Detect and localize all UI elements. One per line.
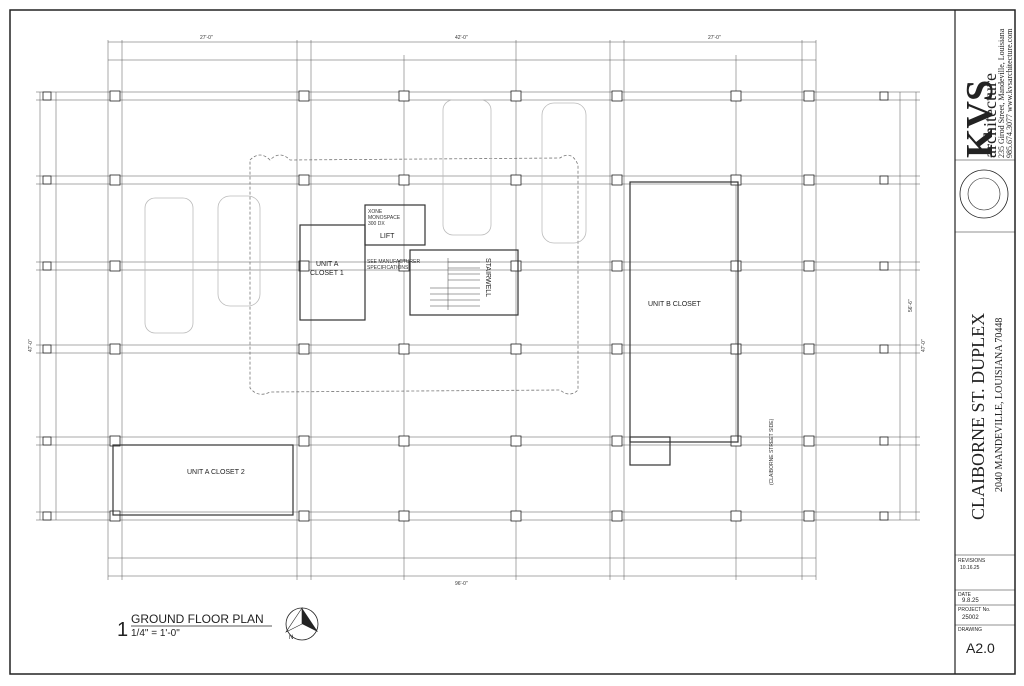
edge-pier — [879, 261, 889, 271]
pier — [803, 435, 815, 447]
architect-seal — [959, 169, 1009, 219]
dim-top-1: 27'-0" — [200, 35, 213, 41]
pier — [398, 90, 410, 102]
pier — [298, 510, 310, 522]
date-value: 9.8.25 — [962, 598, 979, 604]
pier — [398, 260, 410, 272]
dim-left-overall: 47'-0" — [28, 339, 34, 352]
pier — [611, 90, 623, 102]
drawing-number: A2.0 — [966, 640, 995, 656]
pier — [298, 260, 310, 272]
label-lift-spec-2: MONOSPACE — [368, 215, 401, 221]
stair-treads — [430, 258, 480, 310]
pier — [803, 260, 815, 272]
pier — [109, 260, 121, 272]
pier — [611, 174, 623, 186]
pier — [398, 174, 410, 186]
pier — [730, 90, 742, 102]
pier — [298, 90, 310, 102]
edge-pier — [879, 436, 889, 446]
edge-pier — [879, 344, 889, 354]
date-label: DATE — [958, 592, 971, 598]
project-no-label: PROJECT No. — [958, 607, 991, 613]
edge-pier — [42, 175, 52, 185]
edge-pier — [42, 511, 52, 521]
pier — [730, 510, 742, 522]
svg-text:N: N — [289, 635, 293, 641]
project-address: 2040 MANDEVILLE, LOUISIANA 70448 — [994, 317, 1005, 492]
plan-title: GROUND FLOOR PLAN — [131, 612, 264, 626]
pier — [803, 90, 815, 102]
pier — [803, 174, 815, 186]
walls — [112, 181, 739, 516]
pier — [510, 510, 522, 522]
edge-pier — [42, 436, 52, 446]
pier — [611, 260, 623, 272]
label-unit-a-closet-1: UNIT A — [316, 261, 339, 268]
revisions-value: 10.16.25 — [960, 565, 980, 571]
dim-top-2: 42'-0" — [455, 35, 468, 41]
pier — [398, 343, 410, 355]
pier — [109, 174, 121, 186]
edge-pier — [42, 91, 52, 101]
north-arrow-icon: N — [285, 607, 319, 641]
label-see-mfr-2: SPECIFICATIONS — [367, 265, 409, 271]
pier — [803, 343, 815, 355]
revisions-label: REVISIONS — [958, 558, 986, 564]
piers — [42, 90, 889, 522]
pier — [398, 435, 410, 447]
edge-pier — [42, 344, 52, 354]
pier — [611, 435, 623, 447]
plan-scale: 1/4" = 1'-0" — [131, 628, 180, 639]
pier — [510, 435, 522, 447]
edge-pier — [879, 511, 889, 521]
label-unit-a-closet-1b: CLOSET 1 — [310, 270, 344, 277]
pier — [109, 510, 121, 522]
dim-right-overall: 47'-0" — [921, 339, 927, 352]
project-no-value: 25002 — [962, 615, 979, 621]
dimension-lines — [36, 40, 920, 580]
label-unit-b-closet: UNIT B CLOSET — [648, 301, 701, 308]
pier — [611, 343, 623, 355]
pier — [298, 435, 310, 447]
label-lift: LIFT — [380, 233, 395, 240]
label-stairwell: STAIRWELL — [484, 258, 491, 297]
pier — [398, 510, 410, 522]
plan-number: 1 — [117, 619, 128, 641]
project-name: CLAIBORNE ST. DUPLEX — [968, 312, 988, 520]
pier — [510, 90, 522, 102]
edge-pier — [879, 91, 889, 101]
revision-cloud — [249, 154, 579, 395]
drawing-label: DRAWING — [958, 627, 982, 633]
pier — [730, 343, 742, 355]
label-see-mfr-1: SEE MANUFACTURER — [367, 259, 420, 265]
dim-bottom-overall: 96'-0" — [455, 581, 468, 587]
pier — [730, 260, 742, 272]
pier — [109, 90, 121, 102]
pier — [109, 435, 121, 447]
pier — [803, 510, 815, 522]
pier — [109, 343, 121, 355]
label-claiborne-side: (CLAIBORNE STREET SIDE) — [769, 418, 775, 485]
pier — [298, 343, 310, 355]
dim-right-total: 56'-6" — [908, 299, 914, 312]
edge-pier — [879, 175, 889, 185]
pier — [510, 260, 522, 272]
pier — [730, 435, 742, 447]
sheet-border — [9, 9, 1016, 675]
label-lift-spec-3: 300 DX — [368, 221, 385, 227]
parked-vehicles — [144, 99, 587, 334]
dim-top-3: 27'-0" — [708, 35, 721, 41]
pier — [298, 174, 310, 186]
edge-pier — [42, 261, 52, 271]
pier — [611, 510, 623, 522]
label-lift-spec-1: XONE — [368, 209, 383, 215]
pier — [510, 174, 522, 186]
pier — [730, 174, 742, 186]
label-unit-a-closet-2: UNIT A CLOSET 2 — [187, 469, 245, 476]
firm-address-2: 985.674.3077 www.kvsarchitecture.com — [1005, 28, 1014, 158]
pier — [510, 343, 522, 355]
